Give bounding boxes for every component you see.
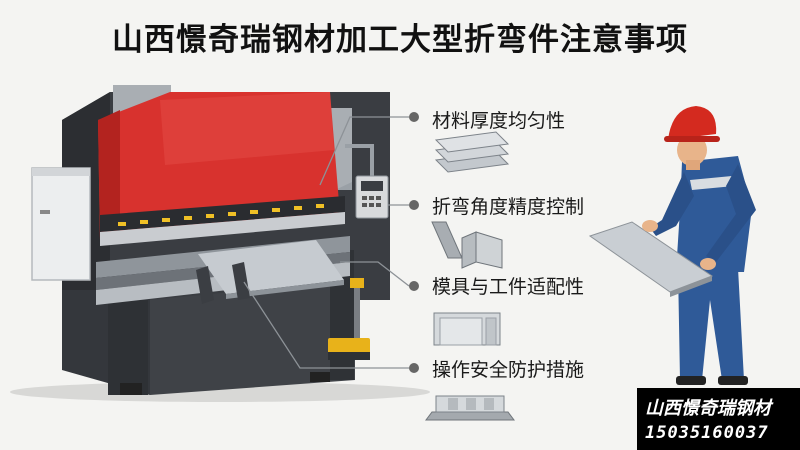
stacked-plates-icon <box>434 131 510 173</box>
point-label-3: 模具与工件适配性 <box>432 276 585 298</box>
point-label-1: 材料厚度均匀性 <box>432 110 566 132</box>
point-label-4: 操作安全防护措施 <box>432 359 585 381</box>
press-brake-machine <box>10 85 430 402</box>
callout-lines <box>243 116 410 369</box>
bent-profile-icon <box>431 221 503 269</box>
point-dot <box>409 200 419 210</box>
badge-company-name: 山西憬奇瑞钢材 <box>645 398 771 419</box>
worker-figure <box>588 106 756 385</box>
point-dot <box>409 363 419 373</box>
point-dot <box>409 112 419 122</box>
safety-base-icon <box>425 395 515 421</box>
page-title: 山西憬奇瑞钢材加工大型折弯件注意事项 <box>112 22 688 58</box>
point-dot <box>409 281 419 291</box>
die-blocks-icon <box>433 312 501 346</box>
point-label-2: 折弯角度精度控制 <box>432 196 585 218</box>
company-badge: 山西憬奇瑞钢材 15035160037 <box>637 388 800 450</box>
badge-phone-number: 15035160037 <box>645 423 769 443</box>
